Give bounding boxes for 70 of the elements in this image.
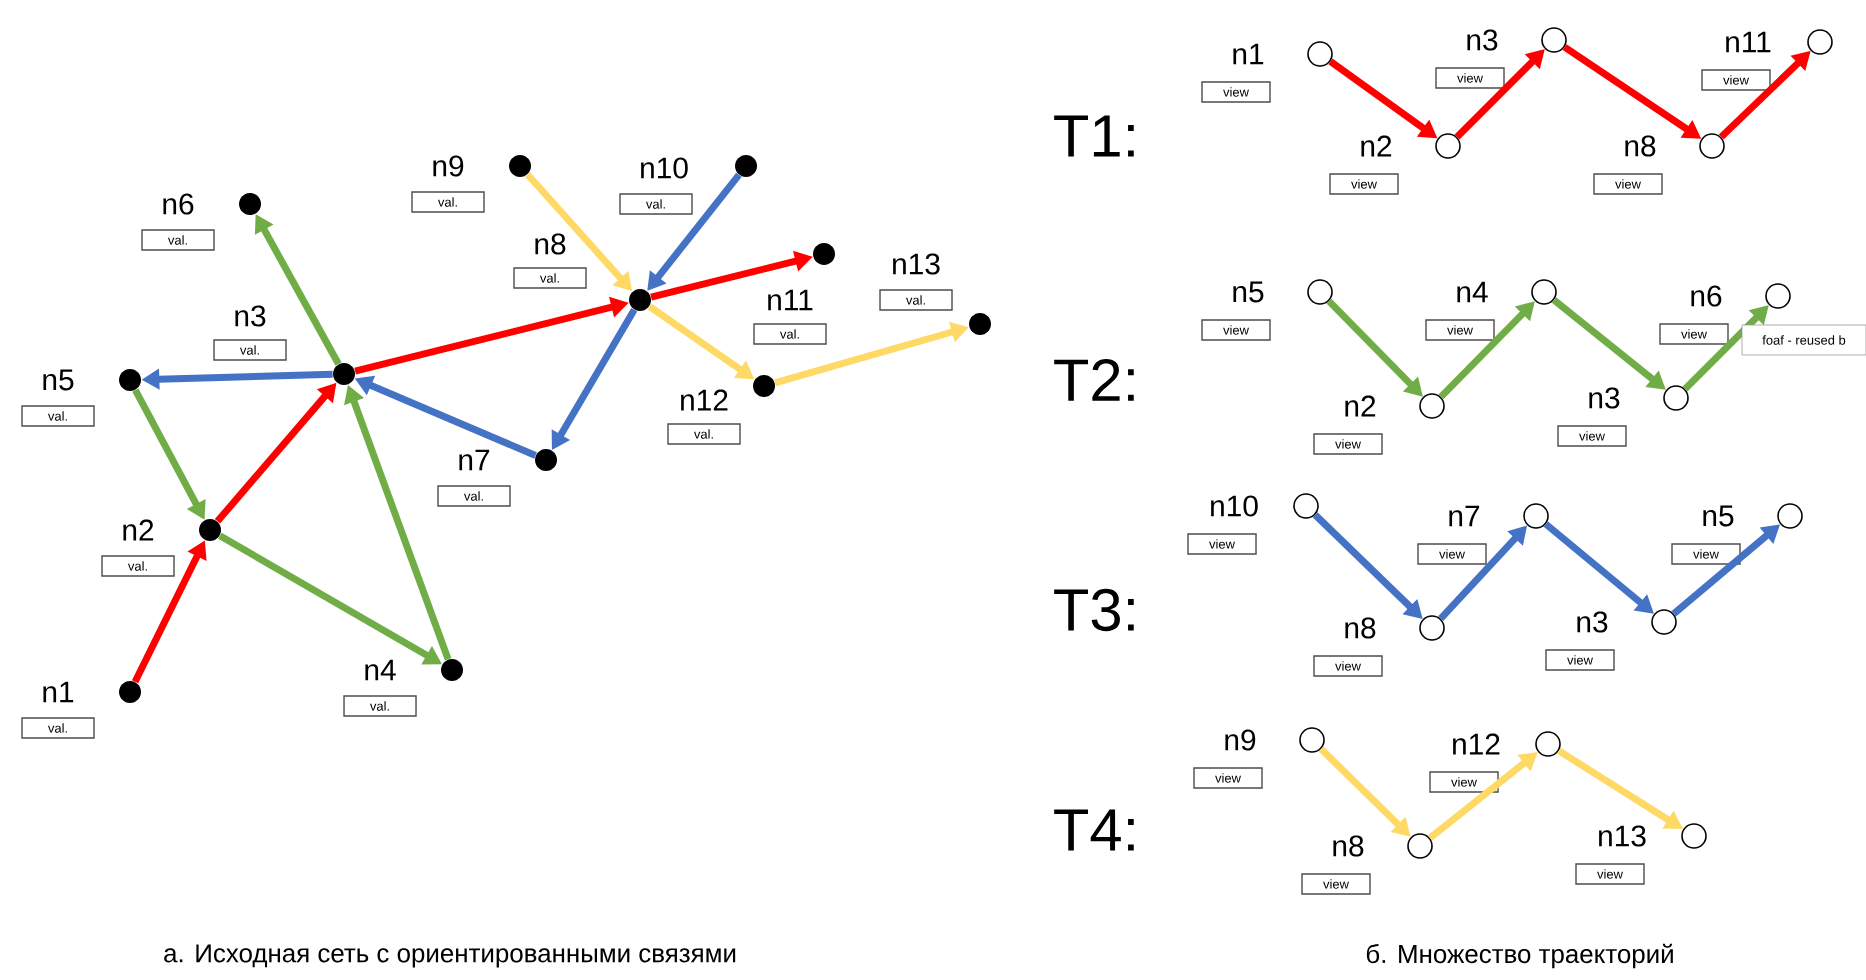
dot: [535, 448, 557, 471]
dot: [629, 288, 651, 311]
dot: [441, 658, 463, 681]
dot: [333, 362, 355, 385]
node-label: n7: [1449, 505, 1480, 527]
node-label: n3: [1577, 611, 1608, 633]
node-label: n7: [459, 449, 490, 471]
node-label: n11: [1726, 31, 1771, 53]
circle-node: [1307, 279, 1333, 305]
circle-node: [1651, 609, 1677, 635]
row-label: T3:: [1054, 588, 1134, 632]
circle-node: [1807, 29, 1833, 55]
node-label: n10: [1211, 495, 1258, 517]
node-label: n12: [1453, 733, 1500, 755]
circle-node: [1523, 503, 1549, 529]
node-label: n5: [43, 369, 74, 391]
node-label: n5: [1233, 281, 1264, 303]
node-label: n1: [43, 681, 74, 703]
node-label: n3: [1589, 387, 1620, 409]
node-label: n4: [1457, 281, 1488, 303]
node-label: n2: [1345, 395, 1376, 417]
caption: а. Исходная сеть с ориентированными связями: [164, 944, 736, 968]
circle-node: [1299, 727, 1325, 753]
dot: [813, 242, 835, 265]
node-label: n8: [1345, 617, 1376, 639]
circle-node: [1419, 615, 1445, 641]
node-label: n1: [1233, 43, 1264, 65]
node-label: n10: [641, 157, 688, 179]
dot: [509, 154, 531, 177]
node-label: n11: [768, 289, 813, 311]
dot: [119, 368, 141, 391]
node-label: n2: [1361, 135, 1392, 157]
node-label: n8: [535, 233, 566, 255]
node-label: n9: [1225, 729, 1256, 751]
dot: [199, 518, 221, 541]
dot: [239, 192, 261, 215]
circle-node: [1777, 503, 1803, 529]
node-label: n9: [433, 155, 464, 177]
dot: [969, 312, 991, 335]
circle-node: [1419, 393, 1445, 419]
circle-node: [1541, 27, 1567, 53]
node-label: n8: [1625, 135, 1656, 157]
dot: [735, 154, 757, 177]
caption: б. Множество траекторий: [1366, 943, 1673, 969]
node-label: n5: [1703, 505, 1734, 527]
circle-node: [1765, 283, 1791, 309]
node-label: n2: [123, 519, 154, 541]
dot: [753, 374, 775, 397]
node-label: n3: [1467, 29, 1498, 51]
node-label: n4: [365, 659, 396, 681]
node-label: n3: [235, 305, 266, 327]
node-label: n12: [681, 389, 728, 411]
circle-node: [1307, 41, 1333, 67]
node-label: n13: [893, 253, 940, 275]
circle-node: [1681, 823, 1707, 849]
circle-node: [1535, 731, 1561, 757]
circle-node: [1699, 133, 1725, 159]
circle-node: [1435, 133, 1461, 159]
circle-node: [1663, 385, 1689, 411]
node-label: n8: [1333, 835, 1364, 857]
circle-node: [1531, 279, 1557, 305]
circle-node: [1293, 493, 1319, 519]
node-label: n13: [1599, 825, 1646, 847]
dot: [119, 680, 141, 703]
node-label: n6: [1691, 285, 1722, 307]
node-label: n6: [163, 193, 194, 215]
row-label: T4:: [1054, 809, 1134, 851]
row-label: T1:: [1054, 115, 1134, 157]
row-label: T2:: [1054, 359, 1134, 401]
circle-node: [1407, 833, 1433, 859]
